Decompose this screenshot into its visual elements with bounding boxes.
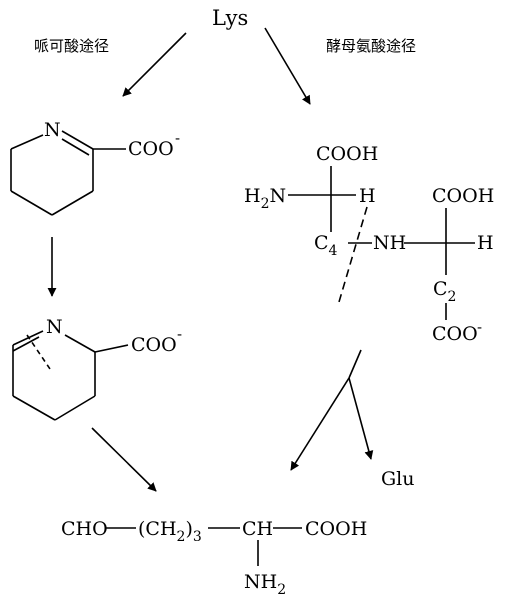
arrow-to-product bbox=[290, 377, 350, 471]
product-structure: CHO (CH2)3 CH COOH NH2 bbox=[61, 518, 367, 598]
saccharopine-nh: NH bbox=[373, 232, 406, 254]
arrow-to-glu bbox=[348, 377, 374, 460]
arrow-lys-to-right bbox=[264, 27, 311, 105]
branch-stem bbox=[348, 349, 362, 379]
saccharopine-carboxylate: COO bbox=[432, 323, 478, 345]
left-pathway-label: 哌可酸途径 bbox=[34, 37, 109, 55]
product-ch: CH bbox=[242, 518, 273, 540]
saccharopine-cleavage-mark bbox=[338, 206, 368, 303]
ring-2-nitrogen: N bbox=[46, 316, 63, 338]
ring-2-charge: - bbox=[177, 325, 182, 343]
side-product-glu: Glu bbox=[381, 468, 415, 490]
left-ring-1: N COO - bbox=[10, 119, 180, 216]
saccharopine-alpha-h: H bbox=[359, 185, 376, 207]
left-ring-2: N COO - bbox=[12, 316, 182, 421]
saccharopine-amine: H2N bbox=[244, 185, 286, 212]
saccharopine-charge: - bbox=[477, 318, 482, 336]
product-amine: NH2 bbox=[244, 571, 286, 598]
arrow-ring2-to-product bbox=[91, 427, 157, 492]
saccharopine-left-cooh: COOH bbox=[316, 143, 378, 165]
saccharopine-right-h: H bbox=[477, 232, 494, 254]
saccharopine-structure: COOH H2N H C4 NH H COOH C2 COO - bbox=[244, 143, 494, 345]
saccharopine-c2: C2 bbox=[433, 278, 456, 305]
ring-1-nitrogen: N bbox=[44, 119, 61, 141]
arrow-lys-to-left bbox=[122, 32, 187, 97]
product-cho: CHO bbox=[61, 518, 108, 540]
ring-1-carboxylate: COO bbox=[128, 138, 174, 160]
right-pathway-label: 酵母氨酸途径 bbox=[326, 37, 416, 55]
saccharopine-c4: C4 bbox=[314, 232, 338, 259]
saccharopine-right-cooh: COOH bbox=[432, 185, 494, 207]
start-compound: Lys bbox=[212, 6, 248, 30]
product-chain: (CH2)3 bbox=[138, 518, 202, 545]
ring-2-cleavage-mark bbox=[26, 334, 51, 370]
ring-1-charge: - bbox=[175, 129, 180, 147]
product-cooh: COOH bbox=[305, 518, 367, 540]
ring-2-carboxylate: COO bbox=[131, 334, 177, 356]
